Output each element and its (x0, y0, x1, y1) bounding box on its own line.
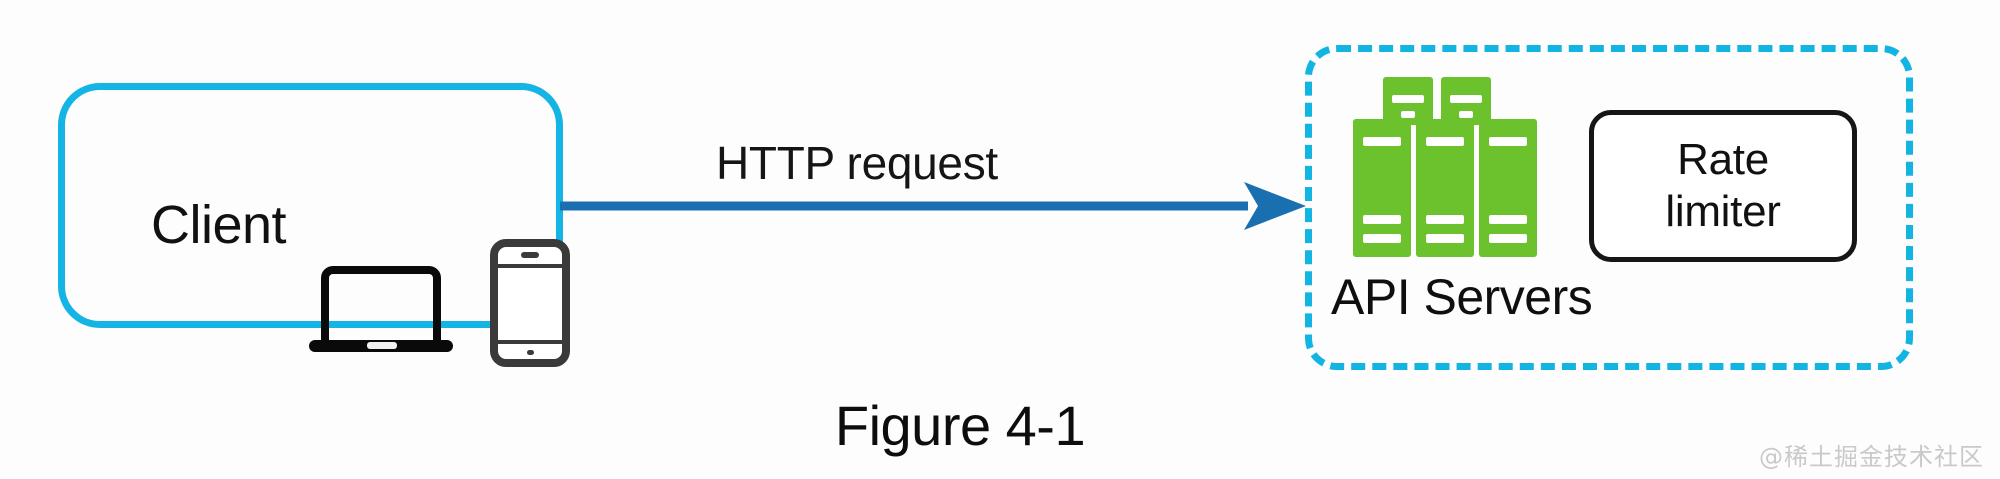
http-request-arrow (558, 160, 1318, 256)
rate-limiter-label-line2: limiter (1665, 187, 1781, 236)
watermark: @稀土掘金技术社区 (1759, 443, 1984, 471)
api-servers-label: API Servers (1331, 269, 1593, 325)
phone-icon (485, 238, 575, 368)
rate-limiter-box: Rate limiter (1589, 110, 1857, 262)
server-stack-icon (1337, 75, 1552, 260)
figure-caption: Figure 4-1 (834, 394, 1086, 457)
laptop-icon (305, 262, 457, 354)
http-request-label: HTTP request (716, 137, 998, 189)
client-box: Client (58, 83, 570, 367)
client-label: Client (151, 195, 287, 255)
api-servers-box (1305, 45, 1913, 370)
rate-limiter-label-line1: Rate (1677, 135, 1769, 184)
